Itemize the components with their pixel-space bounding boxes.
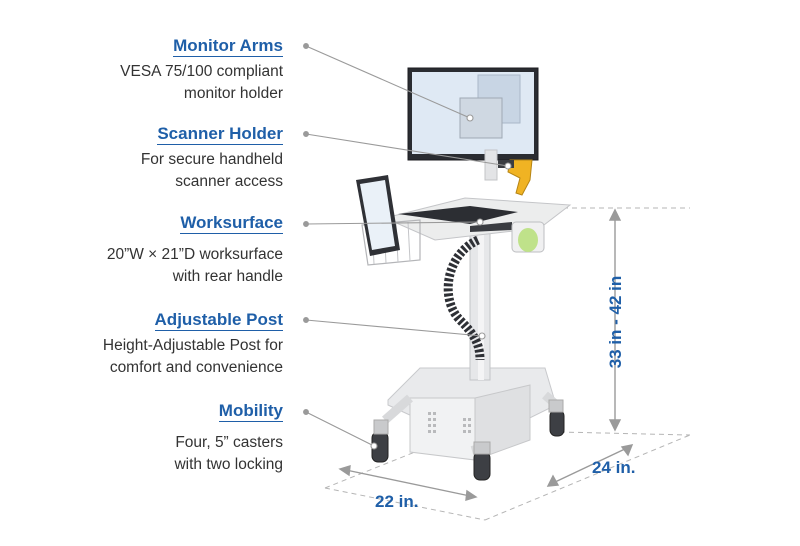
feature-description-line: VESA 75/100 compliant <box>120 63 283 80</box>
feature-description: For secure handheld scanner access <box>141 149 283 193</box>
feature-worksurface: Worksurface 20”W × 21”D worksurface with… <box>107 213 283 288</box>
height-dimension-label: 33 in - 42 in <box>606 275 625 369</box>
feature-scanner-holder: Scanner Holder For secure handheld scann… <box>141 124 283 193</box>
feature-description-line: with two locking <box>174 456 283 473</box>
cart-base <box>382 367 563 464</box>
feature-description-line: For secure handheld <box>140 151 283 168</box>
depth-dimension-label: 24 in. <box>592 458 636 477</box>
feature-description: Four, 5” casters with two locking <box>174 432 283 476</box>
feature-description: 20”W × 21”D worksurface with rear handle <box>107 244 283 288</box>
feature-description-line: Four, 5” casters <box>175 434 283 451</box>
worksurface <box>356 175 572 266</box>
leader-lines <box>303 43 512 450</box>
feature-description-line: scanner access <box>175 173 283 190</box>
feature-title: Scanner Holder <box>157 124 283 145</box>
feature-description-line: 20”W × 21”D worksurface <box>106 246 283 263</box>
feature-adjustable-post: Adjustable Post Height-Adjustable Post f… <box>103 310 283 379</box>
feature-title: Worksurface <box>180 213 283 234</box>
casters <box>371 399 565 481</box>
feature-title: Mobility <box>218 401 283 422</box>
feature-title: Monitor Arms <box>173 36 283 57</box>
feature-title: Adjustable Post <box>154 310 283 331</box>
feature-description: Height-Adjustable Post for comfort and c… <box>103 335 283 379</box>
measurement-arrows <box>338 208 634 501</box>
feature-description-line: monitor holder <box>183 85 283 102</box>
feature-description: VESA 75/100 compliant monitor holder <box>120 61 283 105</box>
feature-monitor-arms: Monitor Arms VESA 75/100 compliant monit… <box>120 36 283 105</box>
feature-description-line: comfort and convenience <box>109 359 283 376</box>
feature-description-line: Height-Adjustable Post for <box>102 337 283 354</box>
feature-description-line: with rear handle <box>172 268 283 285</box>
width-dimension-label: 22 in. <box>375 492 419 511</box>
monitor <box>407 67 539 196</box>
feature-mobility: Mobility Four, 5” casters with two locki… <box>174 401 283 476</box>
adjustable-post <box>443 229 491 381</box>
